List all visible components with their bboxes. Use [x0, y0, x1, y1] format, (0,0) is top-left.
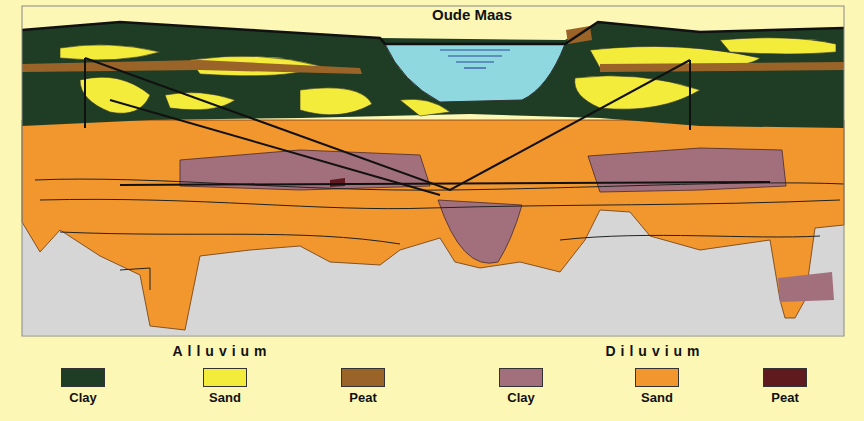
section-ground [22, 6, 844, 336]
legend-text: Peat [771, 390, 798, 405]
legend-swatch [763, 368, 807, 387]
alluvium-clay [22, 22, 844, 128]
legend-swatch [499, 368, 543, 387]
legend-text: Sand [209, 390, 241, 405]
diluvium-clay [438, 200, 522, 263]
diluvium-clay [778, 272, 834, 302]
legend-heading: Diluvium [605, 343, 704, 359]
section-lines [85, 58, 770, 195]
river-water [385, 44, 565, 102]
surface-line [22, 22, 844, 44]
legend-swatch [341, 368, 385, 387]
alluvium-sand [60, 38, 836, 116]
diluvium-peat [330, 178, 345, 187]
legend-swatch [61, 368, 105, 387]
legend-swatch [635, 368, 679, 387]
river-name: Oude Maas [432, 6, 512, 23]
diluvium-clay [588, 148, 786, 192]
legend-text: Clay [69, 390, 96, 405]
legend-heading: Alluvium [172, 343, 271, 359]
legend-swatch [203, 368, 247, 387]
legend-text: Sand [641, 390, 673, 405]
diluvium-sand [22, 120, 844, 330]
legend-text: Peat [349, 390, 376, 405]
legend-text: Clay [507, 390, 534, 405]
